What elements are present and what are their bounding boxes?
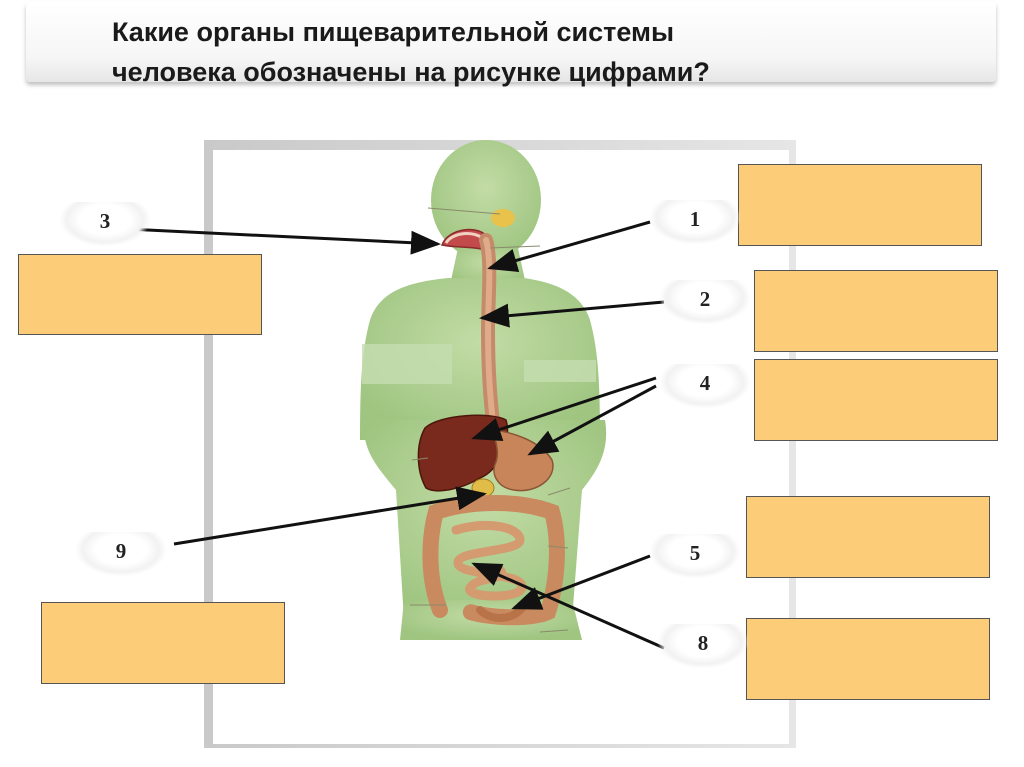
- answer-box-5[interactable]: [746, 496, 990, 578]
- arrow-5: [511, 554, 651, 610]
- answer-box-9[interactable]: [41, 602, 285, 684]
- answer-box-1[interactable]: [738, 164, 982, 246]
- arrow-9: [173, 486, 487, 546]
- answer-box-2[interactable]: [754, 270, 998, 352]
- number-label-4: 4: [660, 364, 750, 408]
- number-label-5: 5: [650, 534, 740, 578]
- arrow-3: [125, 227, 441, 255]
- title-line-2: человека обозначены на рисунке цифрами?: [112, 57, 710, 87]
- number-label-8: 8: [658, 624, 748, 668]
- pointer-arrows: [125, 220, 665, 650]
- title-bar: [26, 2, 996, 82]
- answer-box-3[interactable]: [18, 254, 262, 335]
- arrow-8: [471, 562, 665, 650]
- answer-box-4[interactable]: [754, 359, 998, 441]
- number-label-2: 2: [660, 280, 750, 324]
- number-label-9: 9: [76, 532, 166, 576]
- answer-box-8[interactable]: [746, 618, 990, 700]
- erased-label-patches: [362, 344, 596, 384]
- arrow-2: [479, 300, 665, 328]
- arrow-4b: [527, 384, 657, 456]
- number-label-3: 3: [60, 202, 150, 246]
- number-label-1: 1: [650, 200, 740, 244]
- arrow-4a: [471, 376, 657, 441]
- arrow-1: [487, 220, 651, 273]
- page-title: Какие органы пищеварительной системы чел…: [112, 12, 972, 92]
- title-line-1: Какие органы пищеварительной системы: [112, 17, 675, 47]
- thin-leader-lines: [410, 207, 571, 633]
